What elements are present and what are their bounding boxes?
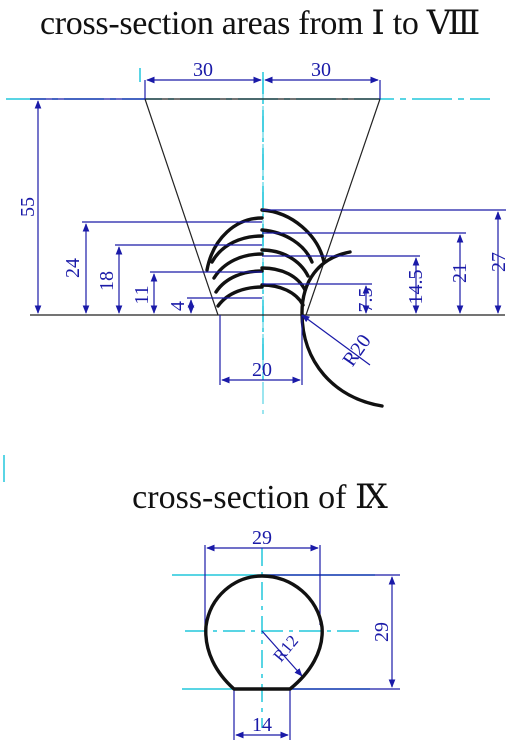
cone-outline <box>30 98 505 316</box>
cross-section-ix-outline <box>204 574 324 691</box>
dim-height-18: 18 <box>96 271 118 291</box>
dim-radius-r12: R12 <box>269 632 302 666</box>
title-cross-section-ix: cross-section of Ⅸ <box>132 479 388 516</box>
dim-height-7-5: 7.5 <box>355 288 377 313</box>
dim-half-width-left: 30 <box>193 59 213 81</box>
dim-height-29: 29 <box>371 622 393 642</box>
dim-height-4: 4 <box>167 301 189 311</box>
dim-width-29: 29 <box>252 527 272 549</box>
dim-height-21: 21 <box>449 263 471 283</box>
dim-height-24: 24 <box>62 258 84 278</box>
dim-height-14-5: 14.5 <box>405 270 427 305</box>
dim-base-width-20: 20 <box>252 359 272 381</box>
top-dimension-lines <box>30 76 506 385</box>
bottom-dimension-lines <box>204 544 400 740</box>
dim-height-27: 27 <box>488 252 510 272</box>
bottom-diagram: 29 29 14 R12 <box>172 527 400 740</box>
dim-height-11: 11 <box>131 285 153 304</box>
dim-base-width-14: 14 <box>252 714 272 736</box>
dim-half-width-right: 30 <box>311 59 331 81</box>
title-cross-section-areas: cross-section areas from Ⅰ to Ⅷ <box>39 5 481 42</box>
top-centerlines <box>6 68 490 420</box>
dim-height-55: 55 <box>17 197 39 217</box>
top-diagram: 30 30 55 24 18 11 4 27 21 14.5 7.5 20 R2… <box>6 59 510 420</box>
